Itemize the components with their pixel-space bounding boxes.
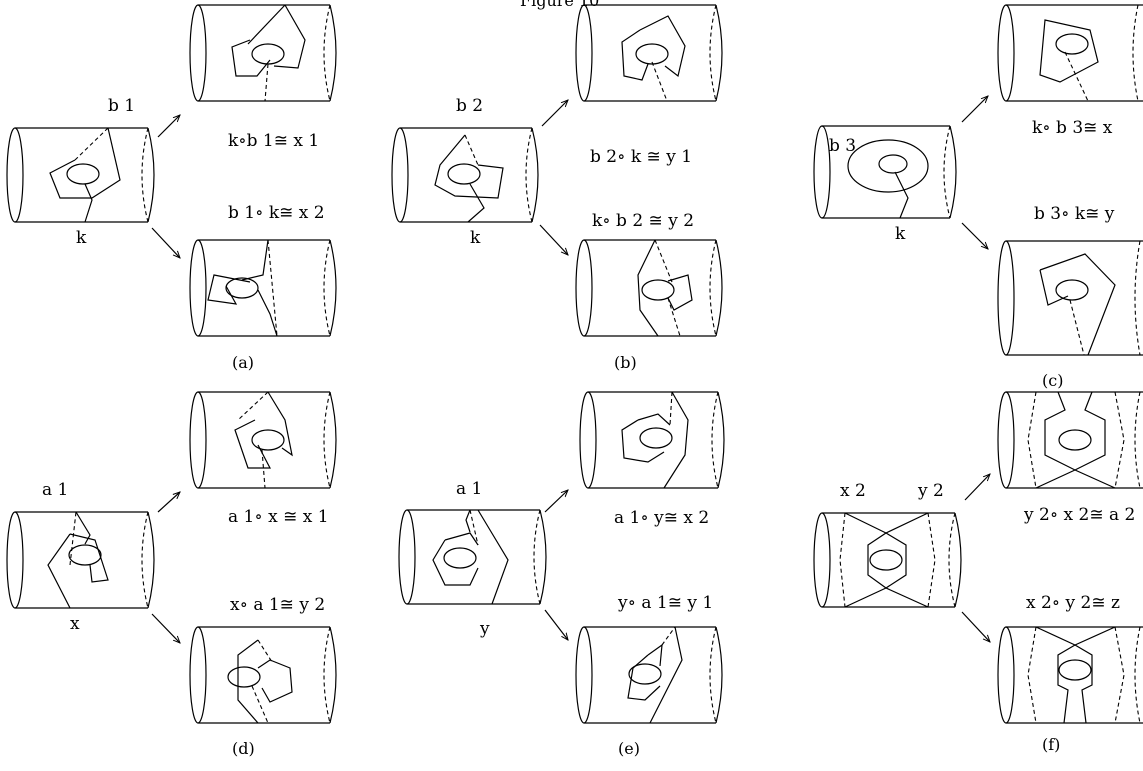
curve-k [467,183,485,223]
panel-e: a 1 y a 1∘ y≅ x 2 [398,391,725,758]
hole [68,544,102,566]
panel-c: b 3 k k∘ b 3≅ x b 3∘ k≅ y (c) [813,4,1143,390]
arrow-down [539,224,568,255]
curve-y2 [927,512,936,608]
result-cylinder-bottom [575,239,723,337]
cylinder [398,509,547,605]
caption: (e) [618,739,640,758]
curve-b1 [49,127,121,199]
caption: (b) [614,353,637,372]
result-label-bottom: b 1∘ k≅ x 2 [228,203,325,223]
label-x: x [70,614,80,634]
label-x2: x 2 [840,481,866,501]
curve-a1 [69,533,109,583]
hole [878,154,908,174]
curve-k [894,171,909,219]
panel-d: a 1 x a 1∘ x ≅ x 1 [6,391,337,758]
result-label-top: a 1∘ y≅ x 2 [614,508,709,528]
curve-x2 [839,512,846,608]
result-label-top: k∘b 1≅ x 1 [228,131,319,151]
label-a1: a 1 [42,480,68,500]
label-b1: b 1 [108,96,135,116]
result-cylinder-top [997,391,1143,489]
arrow-down [544,609,568,640]
curve-top [844,512,929,534]
hole [869,549,903,571]
arrow-up [961,96,988,123]
label-b2: b 2 [456,96,483,116]
result-cylinder-bottom [575,626,723,724]
label-y: y [479,619,490,639]
figure-title: Figure 10 [520,0,599,10]
result-label-top: y 2∘ x 2≅ a 2 [1023,505,1135,525]
caption: (f) [1042,735,1060,754]
panel-b: b 2 k b 2∘ k ≅ y 1 k∘ [391,4,723,372]
cylinder [6,511,155,609]
arrow-down [151,613,180,643]
label-k: k [76,228,87,248]
result-cylinder-top [189,4,337,102]
result-cylinder-top [575,4,723,102]
result-cylinder-bottom [189,626,337,724]
result-label-top: k∘ b 3≅ x [1032,118,1113,138]
cylinder [813,512,962,608]
curve-b2 [434,134,504,199]
label-b3: b 3 [829,136,856,156]
arrow-down [961,222,988,249]
curve-x [47,533,71,609]
result-label-bottom: y∘ a 1≅ y 1 [617,593,713,613]
result-label-top: a 1∘ x ≅ x 1 [228,507,329,527]
curve-a1-top [465,509,471,533]
label-y2: y 2 [917,481,944,501]
label-a1: a 1 [456,479,482,499]
result-cylinder-bottom [997,240,1143,356]
arrow-up [544,490,568,513]
arrow-up [157,115,180,138]
curve-a1-top [75,511,91,545]
result-cylinder-bottom [189,239,337,337]
result-cylinder-top [579,391,725,489]
caption: (d) [232,739,255,758]
result-label-bottom: b 3∘ k≅ y [1034,204,1115,224]
curve-b3 [847,139,929,193]
caption: (a) [232,353,254,372]
label-k: k [470,228,481,248]
panel-f: x 2 y 2 y 2∘ x 2≅ a 2 [813,391,1143,754]
cylinder [6,127,155,223]
result-cylinder-top [189,391,337,489]
hole [447,163,481,185]
panel-a: b 1 k k∘b 1≅ x 1 [6,4,337,372]
result-label-top: b 2∘ k ≅ y 1 [590,147,692,167]
curve-a1 [432,539,479,586]
result-cylinder-bottom [997,626,1143,724]
result-cylinder-top [997,4,1143,102]
hexagon [867,532,907,589]
curve-bottom [844,587,929,608]
result-label-bottom: k∘ b 2 ≅ y 2 [592,211,694,231]
arrow-down [151,227,180,258]
result-label-bottom: x 2∘ y 2≅ z [1026,593,1120,613]
label-k: k [895,224,906,244]
curve-y [477,509,509,605]
arrow-up [157,492,180,513]
caption: (c) [1042,371,1063,390]
hole [66,163,100,185]
arrow-up [541,100,568,127]
hole [443,547,477,569]
curve-a1b [444,532,479,546]
cylinder [391,127,539,223]
arrow-up [964,474,990,501]
cylinder [813,125,957,219]
result-label-bottom: x∘ a 1≅ y 2 [230,595,325,615]
curve-k [84,183,93,223]
arrow-down [961,611,990,642]
